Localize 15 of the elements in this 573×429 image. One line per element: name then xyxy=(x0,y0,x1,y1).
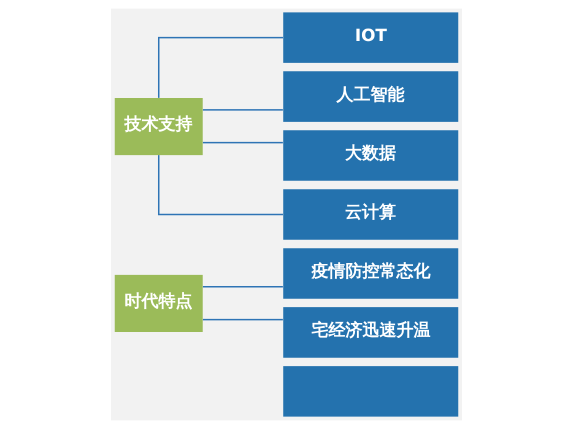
node-box: 云计算 xyxy=(283,189,458,240)
connector xyxy=(158,36,283,98)
connector xyxy=(202,109,283,111)
node-box: 时代特点 xyxy=(114,274,203,332)
node-box: 人工智能 xyxy=(283,71,458,122)
node-box xyxy=(283,366,458,417)
node-box: 技术支持 xyxy=(114,98,203,156)
node-box: IOT xyxy=(283,12,458,63)
node-box: 大数据 xyxy=(283,130,458,181)
connector xyxy=(202,318,283,320)
node-box: 疫情防控常态化 xyxy=(283,248,458,299)
node-box: 宅经济迅速升温 xyxy=(283,307,458,358)
connector xyxy=(158,155,283,216)
connector xyxy=(202,286,283,288)
connector xyxy=(202,142,283,144)
